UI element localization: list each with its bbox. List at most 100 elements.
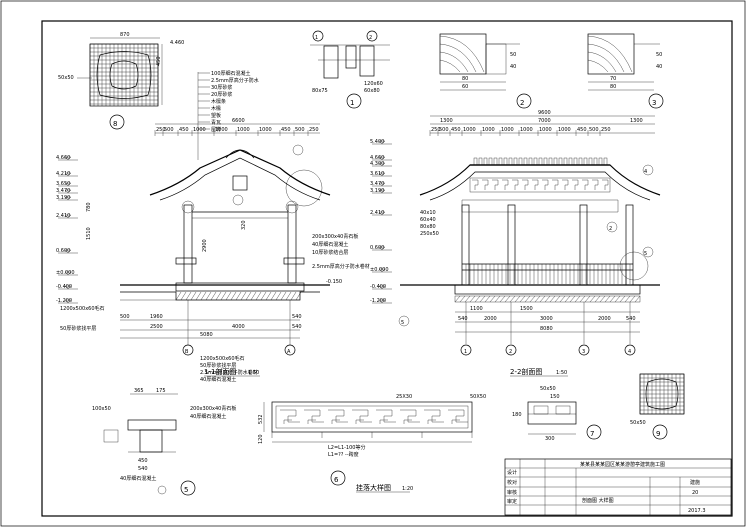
level-label: 4.300	[370, 161, 384, 167]
s2-bot-3000: 3000	[540, 316, 553, 322]
d5-dim-450: 450	[138, 458, 148, 464]
s1-top-dim: 250	[156, 127, 166, 133]
detail-2: 80 60 50 40 2	[439, 33, 532, 109]
s2-axis-circle	[624, 344, 636, 356]
s1-note-bottom-1: 1200x500x60毛石	[200, 355, 245, 362]
d9-number: 9	[656, 430, 660, 438]
s1-dim-2900: 2900	[202, 239, 208, 252]
s1-top-dim: 1000	[259, 127, 272, 133]
level-label: 3.190	[56, 195, 70, 201]
s1-top-dim: 500	[164, 127, 174, 133]
d1-post-c	[359, 45, 375, 77]
s2-bot-1100: 1100	[470, 306, 483, 312]
s1-note-left-1: 1200x500x60毛石	[60, 305, 105, 312]
s2-col-4	[625, 204, 634, 286]
s1-top-dim: 450	[281, 127, 291, 133]
s1-note-bottom-3: 2.5mm厚高分子防水卷材	[200, 369, 258, 376]
s1-bottom-dim: 5080	[200, 332, 213, 338]
d6-title: 挂落大样图	[356, 483, 391, 492]
s2-top-dim: 450	[577, 127, 587, 133]
d3-dim-4: 40	[656, 64, 662, 70]
s2-top-dim: 1000	[539, 127, 552, 133]
level-label: 4.210	[56, 171, 70, 177]
s1-bottom-dim: 540	[292, 314, 302, 320]
s2-note-2: 60x40	[420, 217, 436, 223]
tb-row-3: 审核	[507, 489, 517, 496]
d7-circle	[586, 424, 602, 440]
s2-callout-2: 2	[609, 226, 612, 232]
d8-circle	[109, 114, 125, 130]
level-label: 2.410	[370, 210, 384, 216]
d8-note: 50x50	[58, 75, 74, 81]
tb-row-2: 校对	[507, 479, 517, 486]
s1-roof-inner	[159, 157, 321, 201]
s1-top-dim: 1000	[215, 127, 228, 133]
level-label: -1.200	[370, 298, 386, 304]
d9-note: 50x50	[630, 420, 646, 426]
d8-level: 4.460	[170, 40, 184, 46]
d5-note-2: 200x300x40青石板	[190, 405, 236, 412]
s2-top-dim: 1000	[558, 127, 571, 133]
tb-project: 某某县某某园区某某游憩亭建筑施工图	[580, 461, 665, 468]
s1-note-bottom-4: 40厚细石混凝土	[200, 376, 236, 383]
d2-dim-4: 40	[510, 64, 516, 70]
d7-dim-150: 150	[550, 394, 560, 400]
s1-ridge	[225, 149, 255, 159]
d1-callout-1: 1	[315, 35, 318, 41]
s1-roof-note: 100厚细石混凝土	[211, 70, 251, 77]
d2-block	[439, 33, 487, 75]
d1-number: 1	[350, 99, 354, 107]
s2-top-total: 9600	[538, 110, 551, 116]
s1-slab	[175, 282, 305, 292]
d8-ornament-inner	[109, 60, 139, 90]
s1-top-total: 6600	[232, 118, 245, 124]
s2-top-dim: 250	[601, 127, 611, 133]
s2-detail-callout-circle	[619, 251, 649, 281]
d5-dim-365: 365	[134, 388, 144, 394]
s2-axis-label: 4	[628, 349, 631, 355]
s2-axis-label: 3	[582, 349, 585, 355]
d6-dim-50x50: 50X50	[470, 394, 486, 400]
d2-dim-3: 50	[510, 52, 516, 58]
s1-bottom-dim: 1960	[150, 314, 163, 320]
s1-top-dim: 500	[295, 127, 305, 133]
d5-dim-540: 540	[138, 466, 148, 472]
s2-axis-circle	[505, 344, 517, 356]
s2-bot-total: 8080	[540, 326, 553, 332]
s2-top-3: 1300	[630, 118, 643, 124]
s1-dim-780: 780	[86, 202, 92, 212]
tb-row-4: 审定	[507, 498, 517, 505]
s1-bottom-dim: 500	[120, 314, 130, 320]
s2-title: 2-2剖面图	[510, 367, 542, 376]
d1-dim-2: 80x75	[312, 88, 328, 94]
d1-post-b	[345, 45, 357, 69]
d7-dim-50x50: 50x50	[540, 386, 556, 392]
inner-border	[41, 20, 733, 517]
s1-note-right-4: 2.5mm厚高分子防水卷材	[312, 263, 370, 270]
d8-ornament	[96, 51, 152, 99]
s1-column-right	[287, 204, 297, 284]
s2-col-1	[461, 204, 470, 286]
s2-top-dim: 1000	[463, 127, 476, 133]
level-label: 2.410	[56, 213, 70, 219]
s1-dim-320: 320	[241, 220, 247, 230]
s2-top-dim: 250	[431, 127, 441, 133]
detail-6: 25X30 50X50 532 120 L2=L1-100等分 L1=?? --…	[258, 394, 486, 493]
d9-circle	[652, 424, 668, 440]
section-1-1: 100厚细石混凝土2.5mm厚高分子防水30厚砂浆20厚砂浆木檩条木椽望板青瓦屋…	[56, 70, 370, 383]
d5-dim-175: 175	[156, 388, 166, 394]
level-label: 3.190	[370, 188, 384, 194]
level-label: 5.400	[370, 139, 384, 145]
d2-dim-1: 80	[462, 76, 468, 82]
s2-top-1: 1300	[440, 118, 453, 124]
d7-dim-300: 300	[545, 436, 555, 442]
s1-scale: 1:50	[248, 370, 259, 376]
d6-dim-25x30: 25X30	[396, 394, 412, 400]
s2-callout-4: 4	[644, 169, 647, 175]
d8-number: 8	[113, 120, 117, 128]
s2-axis-circle	[460, 344, 472, 356]
s1-top-dim: 250	[309, 127, 319, 133]
s1-dim-1510: 1510	[86, 227, 92, 240]
